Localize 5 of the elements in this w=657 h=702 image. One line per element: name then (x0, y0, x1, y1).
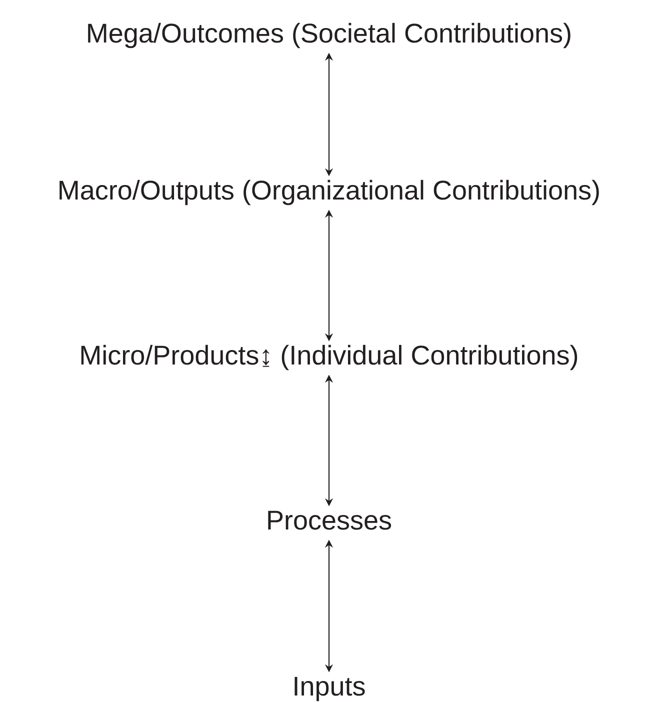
level-label: Macro/Outputs (Organizational Contributions) (60, 180, 599, 206)
level-label: Mega/Outcomes (Societal Contributions) (88, 22, 570, 48)
level-label: Micro/Products↨ (Individual Contributions) (81, 344, 578, 370)
level-label: Inputs (294, 676, 365, 702)
level-label: Processes (268, 510, 392, 530)
